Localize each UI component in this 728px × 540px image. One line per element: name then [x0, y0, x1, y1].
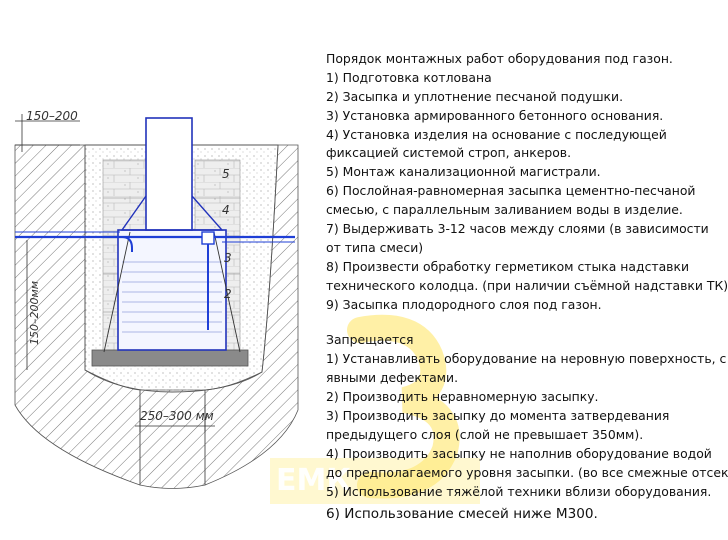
tank-water-lines [122, 261, 222, 333]
instructions-heading: Порядок монтажных работ оборудования под… [326, 51, 673, 66]
layer-number-5: 5 [222, 167, 230, 181]
instruction-step: 3) Установка армированного бетонного осн… [326, 107, 664, 123]
instruction-step: 9) Засыпка плодородного слоя под газон. [326, 296, 602, 312]
layer-number-3: 3 [224, 251, 232, 265]
prohibition-item: 4) Производить засыпку не наполнив обору… [326, 445, 712, 461]
instruction-step: 7) Выдерживать 3-12 часов между слоями (… [326, 221, 709, 237]
instruction-step: 2) Засыпка и уплотнение песчаной подушки… [326, 88, 624, 104]
prohibition-item: до предполагаемого уровня засыпки. (во в… [326, 464, 728, 480]
dimension-top-cover: 150–200 [26, 109, 78, 123]
prohibition-item: 2) Производить неравномерную засыпку. [326, 389, 599, 405]
prohibition-item: явными дефектами. [326, 370, 459, 386]
dimension-side-layer: 150–200мм [28, 281, 41, 345]
shaft-cone [120, 195, 224, 231]
instruction-step: 8) Произвести обработку герметиком стыка… [326, 258, 690, 274]
instruction-step: 1) Подготовка котлована [326, 69, 492, 85]
prohibition-item: 3) Производить засыпку до момента затвер… [326, 408, 670, 424]
concrete-base-slab [91, 349, 249, 367]
outlet-fitting [201, 231, 215, 245]
instruction-step: фиксацией системой строп, анкеров. [326, 145, 572, 161]
instruction-step: технического колодца. (при наличии съёмн… [326, 277, 728, 293]
layer-number-2: 2 [224, 287, 232, 301]
watermark-text: ЕМК [270, 458, 480, 504]
instructions-panel: Порядок монтажных работ оборудования под… [326, 50, 728, 524]
layer-number-4: 4 [222, 203, 230, 217]
dimension-bottom-gap: 250–300 мм [140, 409, 214, 423]
technical-shaft-riser [145, 117, 193, 231]
prohibition-item: 5) Использование тяжёлой техники вблизи … [326, 483, 712, 499]
instruction-step: 4) Установка изделия на основание с посл… [326, 126, 667, 142]
prohibition-item: 1) Устанавливать оборудование на неровну… [326, 351, 727, 367]
spacer [326, 314, 716, 331]
soil-hatched-bottom [139, 389, 206, 489]
anchor-straps [103, 231, 241, 353]
instruction-step: от типа смеси) [326, 239, 424, 255]
instruction-step: смесью, с параллельным заливанием воды в… [326, 202, 683, 218]
instruction-step: 6) Послойная-равномерная засыпка цементн… [326, 183, 696, 199]
prohibitions-heading: Запрещается [326, 332, 414, 348]
instruction-step: 5) Монтаж канализационной магистрали. [326, 164, 601, 180]
prohibition-item-last: 6) Использование смесей ниже М300. [326, 506, 598, 523]
prohibition-item: предыдущего слоя (слой не превышает 350м… [326, 426, 644, 442]
